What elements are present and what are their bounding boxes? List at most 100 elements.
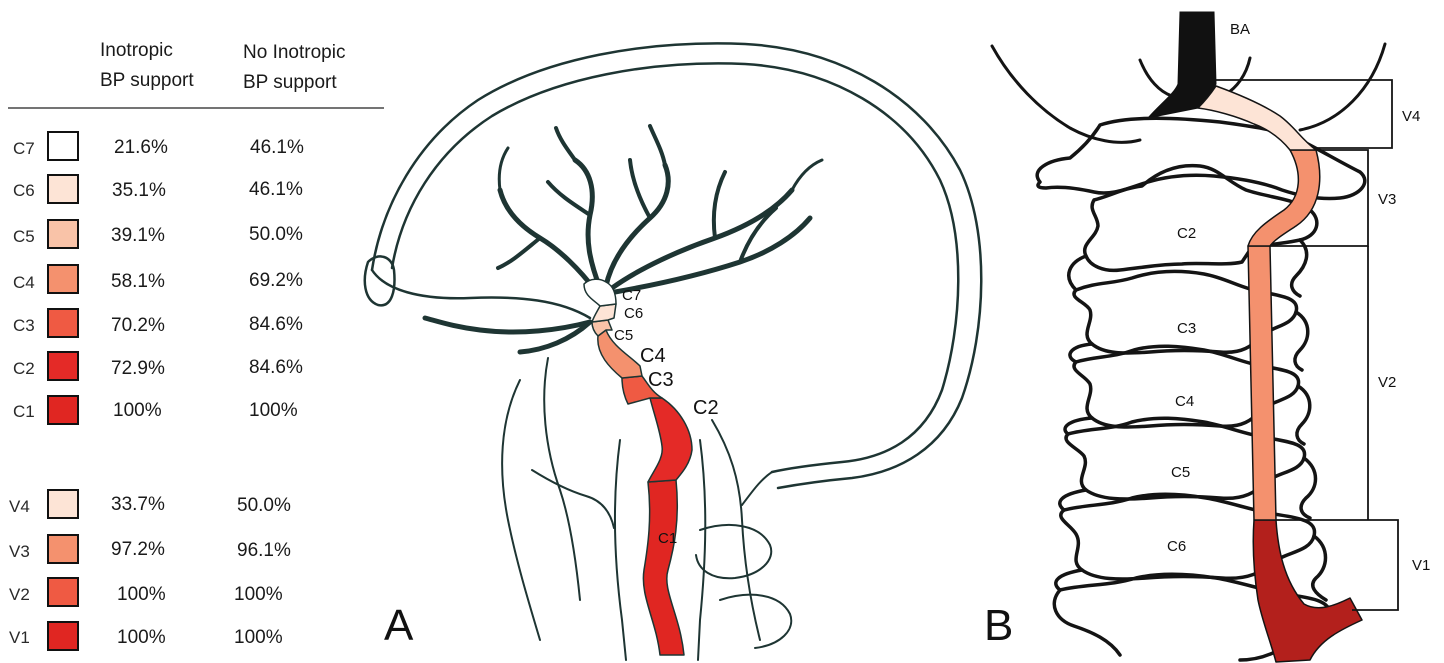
no-inotropic-value: 50.0% <box>237 495 291 516</box>
color-swatch <box>48 309 78 337</box>
carotid-label-c2: C2 <box>693 397 719 419</box>
no-inotropic-value: 100% <box>234 584 283 605</box>
no-inotropic-value: 100% <box>249 400 298 421</box>
bracket-label-v3: V3 <box>1378 191 1396 208</box>
vertebral-segment-v2 <box>1248 246 1276 520</box>
carotid-label-c6: C6 <box>624 305 643 322</box>
vertebral-row-v3: V3 97.2% 96.1% <box>9 535 291 563</box>
row-label: V4 <box>9 497 30 516</box>
vertebral-row-v4: V4 33.7% 50.0% <box>9 490 291 518</box>
vertebra-label-c4: C4 <box>1175 393 1194 410</box>
header-inotropic-line2: BP support <box>100 70 194 91</box>
vertebral-segment-v4 <box>1198 86 1316 150</box>
panel-a-letter: A <box>384 601 414 650</box>
skull-base-line <box>372 270 590 318</box>
inotropic-value: 72.9% <box>111 358 165 379</box>
skull-base-right-curve <box>1300 44 1385 130</box>
row-label: C2 <box>13 359 35 378</box>
no-inotropic-value: 50.0% <box>249 224 303 245</box>
spinal-canal-outline <box>615 440 626 660</box>
skull-base-inner-curve <box>1226 58 1250 94</box>
no-inotropic-value: 46.1% <box>249 179 303 200</box>
carotid-row-c5: C5 39.1% 50.0% <box>13 220 303 248</box>
panel-b-illustration: BA C2 C3 C4 C5 C6 V4 V3 V2 V1 B <box>984 12 1430 662</box>
skull-base-inner-curve <box>1140 60 1172 96</box>
row-label: C3 <box>13 316 35 335</box>
legend-table: Inotropic BP support No Inotropic BP sup… <box>8 40 384 650</box>
color-swatch <box>48 578 78 606</box>
mandible-outline <box>544 358 580 600</box>
row-label: V2 <box>9 585 30 604</box>
inotropic-value: 100% <box>117 627 166 648</box>
carotid-label-c1: C1 <box>658 530 677 547</box>
carotid-label-c7: C7 <box>622 287 641 304</box>
inotropic-value: 100% <box>113 400 162 421</box>
no-inotropic-value: 100% <box>234 627 283 648</box>
color-swatch <box>48 535 78 563</box>
vertebra-label-c6: C6 <box>1167 538 1186 555</box>
carotid-label-c3: C3 <box>648 369 674 391</box>
basilar-artery-label: BA <box>1230 21 1250 38</box>
bracket-label-v2: V2 <box>1378 374 1396 391</box>
color-swatch <box>48 220 78 248</box>
row-label: V3 <box>9 542 30 561</box>
row-label: C7 <box>13 139 35 158</box>
no-inotropic-value: 96.1% <box>237 540 291 561</box>
carotid-row-c6: C6 35.1% 46.1% <box>13 175 303 203</box>
inotropic-value: 70.2% <box>111 315 165 336</box>
carotid-segment-c1 <box>643 480 684 655</box>
spinal-canal-outline <box>698 440 705 660</box>
color-swatch <box>48 132 78 160</box>
no-inotropic-value: 84.6% <box>249 314 303 335</box>
bracket-label-v1: V1 <box>1412 557 1430 574</box>
row-label: C1 <box>13 402 35 421</box>
inotropic-value: 39.1% <box>111 225 165 246</box>
no-inotropic-value: 46.1% <box>250 137 304 158</box>
color-swatch <box>48 265 78 293</box>
carotid-row-c1: C1 100% 100% <box>13 396 298 424</box>
carotid-row-c3: C3 70.2% 84.6% <box>13 309 303 337</box>
vertebral-artery <box>1198 86 1362 662</box>
panel-b-letter: B <box>984 601 1013 650</box>
neck-front-outline <box>502 380 540 640</box>
orbit-outline <box>365 256 395 305</box>
carotid-segment-c7 <box>584 279 616 306</box>
panel-a-illustration: C7 C6 C5 C4 C3 C2 C1 A <box>365 43 981 660</box>
row-label: C4 <box>13 273 35 292</box>
color-swatch <box>48 175 78 203</box>
vertebra-label-c3: C3 <box>1177 320 1196 337</box>
carotid-row-c2: C2 72.9% 84.6% <box>13 352 303 380</box>
inotropic-value: 33.7% <box>111 494 165 515</box>
row-label: C5 <box>13 227 35 246</box>
inotropic-value: 97.2% <box>111 539 165 560</box>
carotid-segment-c2 <box>648 398 692 482</box>
inotropic-value: 21.6% <box>114 137 168 158</box>
header-no-inotropic-line2: BP support <box>243 72 337 93</box>
color-swatch <box>48 396 78 424</box>
vertebra-c7-outline <box>1054 590 1120 655</box>
no-inotropic-value: 69.2% <box>249 270 303 291</box>
carotid-row-c4: C4 58.1% 69.2% <box>13 265 303 293</box>
vertebra-label-c5: C5 <box>1171 464 1190 481</box>
internal-carotid-artery <box>584 279 692 655</box>
row-label: V1 <box>9 628 30 647</box>
header-inotropic-line1: Inotropic <box>100 40 173 61</box>
skull-base-left-curve <box>992 46 1140 142</box>
header-no-inotropic-line1: No Inotropic <box>243 42 345 63</box>
carotid-row-c7: C7 21.6% 46.1% <box>13 132 304 160</box>
color-swatch <box>48 490 78 518</box>
vertebral-segment-v1 <box>1253 520 1362 662</box>
inotropic-value: 35.1% <box>112 180 166 201</box>
occiput-outline <box>742 472 772 505</box>
carotid-label-c4: C4 <box>640 345 666 367</box>
carotid-label-c5: C5 <box>614 327 633 344</box>
hyoid-outline <box>532 470 614 528</box>
bracket-label-v4: V4 <box>1402 108 1420 125</box>
vertebral-row-v1: V1 100% 100% <box>9 622 283 650</box>
inotropic-value: 58.1% <box>111 271 165 292</box>
color-swatch <box>48 622 78 650</box>
color-swatch <box>48 352 78 380</box>
no-inotropic-value: 84.6% <box>249 357 303 378</box>
row-label: C6 <box>13 181 35 200</box>
